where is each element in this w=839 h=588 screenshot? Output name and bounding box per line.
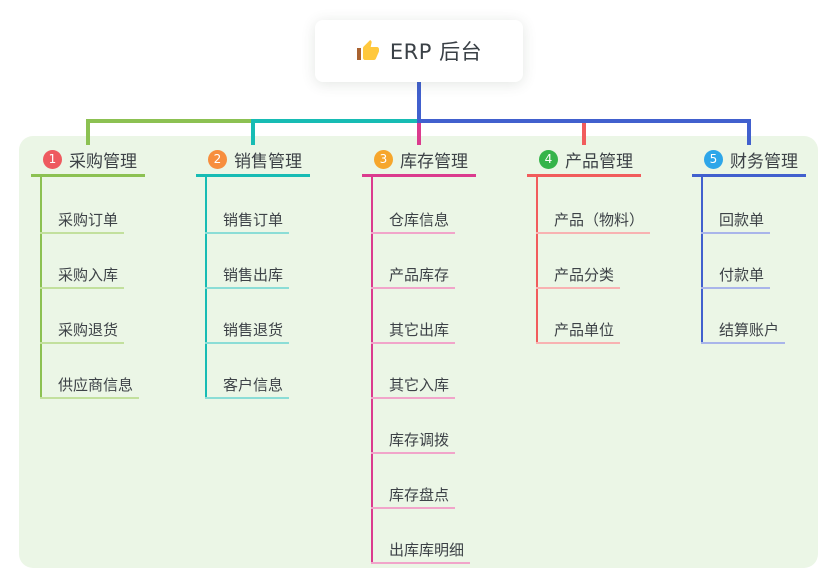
branch-label: 销售管理: [234, 152, 302, 172]
child-node[interactable]: 客户信息: [205, 375, 290, 399]
root-drop-line: [417, 82, 421, 123]
child-node[interactable]: 库存盘点: [371, 485, 456, 509]
thumbs-up-icon: [356, 40, 379, 60]
branch-label: 库存管理: [400, 152, 468, 172]
root-node-erp[interactable]: ERP 后台: [315, 20, 523, 82]
child-node[interactable]: 产品（物料）: [536, 210, 651, 234]
child-node[interactable]: 其它出库: [371, 320, 456, 344]
child-node[interactable]: 产品库存: [371, 265, 456, 289]
connector-horizontal-blue: [419, 119, 751, 123]
connector-horizontal-green: [86, 119, 253, 123]
child-node[interactable]: 库存调拨: [371, 430, 456, 454]
branch-number-badge: 2: [208, 150, 227, 169]
child-node[interactable]: 仓库信息: [371, 210, 456, 234]
branch-number-badge: 1: [43, 150, 62, 169]
branch-spine-line: [371, 177, 373, 564]
child-node[interactable]: 采购入库: [40, 265, 125, 289]
child-node[interactable]: 销售出库: [205, 265, 290, 289]
child-node[interactable]: 回款单: [701, 210, 771, 234]
branch-drop-product: [582, 123, 586, 145]
branch-label: 采购管理: [69, 152, 137, 172]
child-node[interactable]: 产品单位: [536, 320, 621, 344]
child-node[interactable]: 销售订单: [205, 210, 290, 234]
branch-label: 财务管理: [730, 152, 798, 172]
branch-spine-line: [701, 177, 703, 344]
branch-label: 产品管理: [565, 152, 633, 172]
child-node[interactable]: 付款单: [701, 265, 771, 289]
branch-spine-line: [536, 177, 538, 344]
child-node[interactable]: 出库库明细: [371, 540, 471, 564]
branch-drop-purchase: [86, 119, 90, 145]
child-node[interactable]: 采购订单: [40, 210, 125, 234]
connector-horizontal-teal: [253, 119, 419, 123]
branch-header-sales[interactable]: 2 销售管理: [196, 145, 310, 177]
child-node[interactable]: 销售退货: [205, 320, 290, 344]
child-node[interactable]: 结算账户: [701, 320, 786, 344]
branch-number-badge: 5: [704, 150, 723, 169]
root-node-title: ERP 后台: [389, 40, 483, 64]
branch-drop-inventory: [417, 123, 421, 145]
child-node[interactable]: 采购退货: [40, 320, 125, 344]
branch-header-purchase[interactable]: 1 采购管理: [31, 145, 145, 177]
child-node[interactable]: 产品分类: [536, 265, 621, 289]
child-node[interactable]: 其它入库: [371, 375, 456, 399]
branch-drop-finance: [747, 119, 751, 145]
branch-drop-sales: [251, 119, 255, 145]
branch-number-badge: 3: [374, 150, 393, 169]
branch-header-finance[interactable]: 5 财务管理: [692, 145, 806, 177]
diagram-background-panel: [19, 136, 818, 568]
branch-header-inventory[interactable]: 3 库存管理: [362, 145, 476, 177]
child-node[interactable]: 供应商信息: [40, 375, 140, 399]
branch-header-product[interactable]: 4 产品管理: [527, 145, 641, 177]
branch-number-badge: 4: [539, 150, 558, 169]
